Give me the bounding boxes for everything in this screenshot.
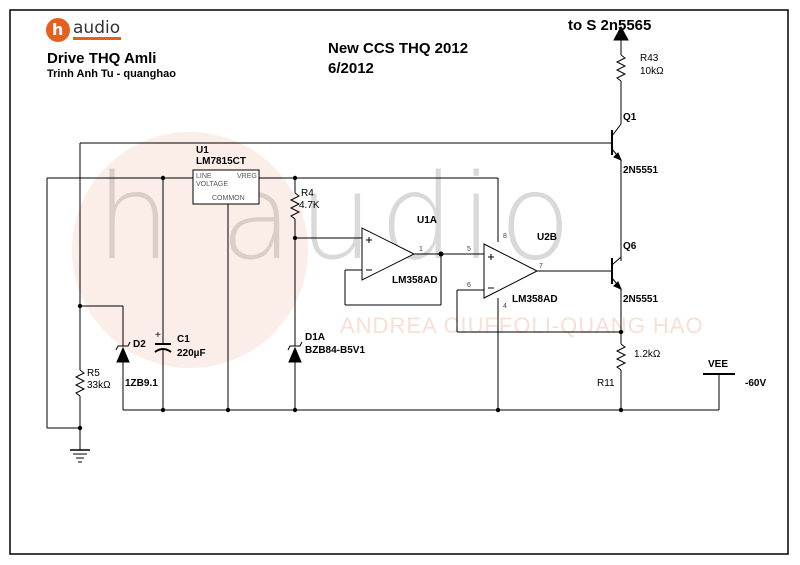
- d2-ref: D2: [133, 339, 146, 350]
- u2b-pin7: 7: [539, 263, 543, 270]
- r5-value: 33kΩ: [87, 380, 111, 391]
- u1-pin-vreg: VREG: [237, 173, 257, 180]
- u1-pin-common: COMMON: [212, 195, 245, 202]
- q6-ref: Q6: [623, 241, 637, 252]
- u1-pin-line: LINE: [196, 173, 212, 180]
- c1-plate-minus: [154, 348, 172, 353]
- u2b-part: LM358AD: [512, 294, 558, 305]
- d1a-ref: D1A: [305, 332, 326, 343]
- q6-emitter-arrow: [613, 281, 622, 290]
- u1a-ref: U1A: [417, 215, 438, 226]
- u2b-opamp: [483, 243, 539, 299]
- u2b-pin6: 6: [467, 282, 471, 289]
- logo-text: audio: [73, 18, 121, 38]
- q1-ref: Q1: [623, 112, 637, 123]
- r4-ref: R4: [301, 188, 314, 199]
- c1-ref: C1: [177, 334, 190, 345]
- d1a-diode: [288, 346, 302, 363]
- u1-pin-voltage: VOLTAGE: [196, 181, 229, 188]
- u2b-pin8: 8: [503, 233, 507, 240]
- u1a-pin-out: 1: [419, 246, 423, 253]
- r4-resistor: [289, 192, 301, 220]
- c1-value: 220µF: [177, 348, 206, 359]
- d1a-part: BZB84-B5V1: [305, 345, 366, 356]
- r11-resistor: [615, 343, 627, 371]
- brand-logo: h audio: [46, 18, 126, 44]
- d2-part: 1ZB9.1: [125, 378, 158, 389]
- watermark-circle: [72, 132, 308, 368]
- r11-ref: R11: [597, 378, 615, 389]
- d2-diode: [116, 346, 130, 363]
- project-date: 6/2012: [328, 60, 374, 77]
- c1-polarity: +: [155, 330, 161, 341]
- r11-value: 1.2kΩ: [634, 349, 661, 360]
- output-label: to S 2n5565: [568, 17, 652, 34]
- schematic-title: Drive THQ Amli: [47, 50, 157, 67]
- q6-part: 2N5551: [623, 294, 659, 305]
- vee-value: -60V: [745, 378, 767, 389]
- logo-circle-icon: [46, 18, 70, 42]
- u1-regulator: [192, 169, 260, 205]
- u2b-pin4: 4: [503, 303, 507, 310]
- r4-value: 4.7K: [299, 200, 320, 211]
- r43-value: 10kΩ: [640, 66, 664, 77]
- u1-ref: U1: [196, 145, 209, 156]
- r5-ref: R5: [87, 368, 100, 379]
- r43-ref: R43: [640, 53, 659, 64]
- u1-part: LM7815CT: [196, 156, 247, 167]
- u1a-part: LM358AD: [392, 275, 438, 286]
- q1-emitter-arrow: [613, 152, 622, 161]
- watermark-text: ANDREA CIUFFOLI-QUANG HAO: [340, 313, 704, 338]
- r5-resistor: [74, 369, 86, 397]
- u2b-ref: U2B: [537, 232, 558, 243]
- q1-part: 2N5551: [623, 165, 659, 176]
- schematic-author: Trinh Anh Tu - quanghao: [47, 68, 176, 80]
- u2b-pin5: 5: [467, 246, 471, 253]
- sheet-border: [9, 9, 789, 555]
- project-title: New CCS THQ 2012: [328, 40, 469, 57]
- vee-ref: VEE: [708, 359, 729, 370]
- u1a-opamp: [361, 227, 416, 281]
- r43-resistor: [615, 54, 627, 82]
